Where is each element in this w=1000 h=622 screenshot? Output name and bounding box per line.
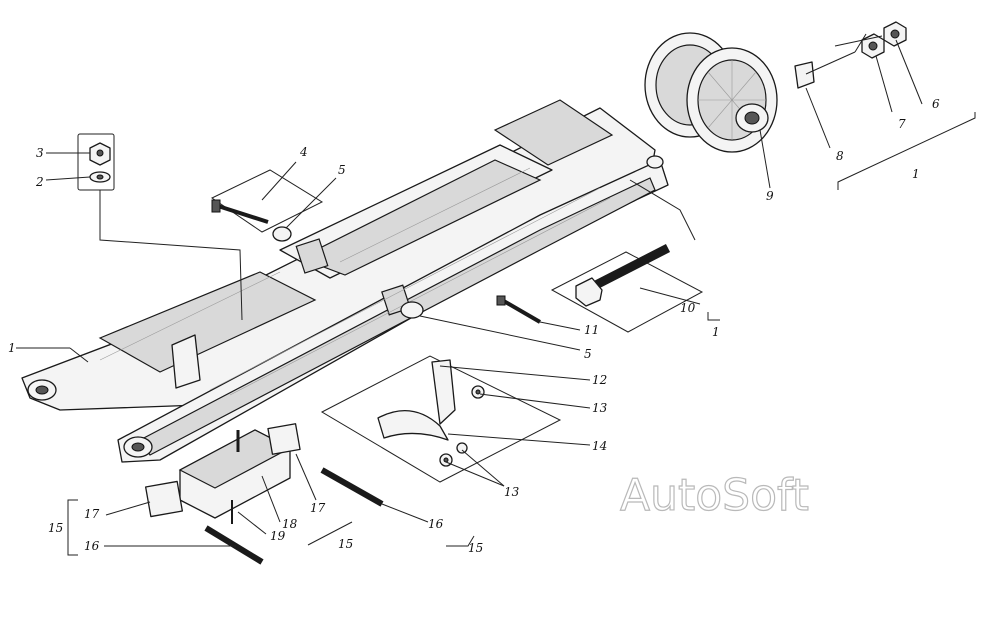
- main-frame: [21, 99, 669, 463]
- nut-set-top-right: [794, 21, 907, 89]
- watermark-text: AutoSoft: [620, 470, 809, 521]
- callout-11: 11: [584, 323, 599, 337]
- callout-9: 9: [766, 189, 774, 203]
- callout-4: 4: [299, 145, 308, 159]
- callout-12: 12: [592, 373, 607, 387]
- bolt-10: [550, 243, 704, 333]
- callout-15-left: 15: [48, 521, 63, 535]
- callout-1-mid: 1: [712, 325, 720, 339]
- callout-17-left: 17: [84, 507, 100, 521]
- callout-1-top: 1: [912, 167, 920, 181]
- leader-lines: [16, 33, 976, 556]
- callout-15-mid: 15: [338, 537, 353, 551]
- callout-5-mid: 5: [584, 347, 592, 361]
- nut-washer-set-left: [77, 133, 115, 191]
- bolt-11: [496, 295, 542, 324]
- washer-5-top: [272, 226, 292, 242]
- callout-3: 3: [36, 146, 44, 160]
- callout-17-mid: 17: [310, 501, 326, 515]
- callout-2: 2: [35, 175, 44, 189]
- callout-5-top: 5: [338, 163, 346, 177]
- lower-block-assembly: [144, 423, 384, 565]
- callout-8: 8: [836, 149, 844, 163]
- callout-10: 10: [680, 301, 696, 315]
- callout-13-top: 13: [592, 401, 608, 415]
- callout-13-bot: 13: [504, 485, 520, 499]
- bracket-assembly: [320, 355, 562, 483]
- callout-6: 6: [932, 97, 940, 111]
- callout-18: 18: [282, 517, 298, 531]
- washer-5-mid: [400, 301, 424, 319]
- callout-labels: 1 3 2 4 5 6 7 8 9 1 10 1 11 5 12 13 14 1…: [8, 97, 940, 555]
- callout-1-left: 1: [8, 341, 16, 355]
- bolt-4: [211, 169, 324, 233]
- callout-19: 19: [270, 529, 286, 543]
- callout-16-mid: 16: [428, 517, 444, 531]
- callout-14: 14: [592, 439, 607, 453]
- callout-7: 7: [898, 117, 906, 131]
- wheel-pair: [644, 32, 778, 153]
- callout-16-left: 16: [84, 539, 100, 553]
- callout-15-right: 15: [468, 541, 483, 555]
